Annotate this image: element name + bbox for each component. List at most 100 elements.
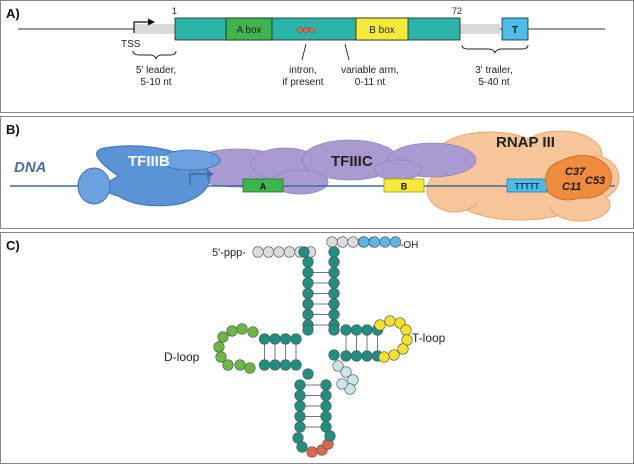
nucleotide-anticodon-stem bbox=[294, 400, 306, 412]
nucleotide-d-loop bbox=[213, 341, 225, 353]
nucleotide-t-loop bbox=[400, 324, 412, 336]
nucleotide-t-stem bbox=[361, 350, 373, 362]
nucleotide-t-loop bbox=[374, 319, 386, 331]
rnap-subunits bbox=[545, 155, 613, 201]
nucleotide-anticodon-stem bbox=[294, 410, 306, 423]
panel-a-label: A) bbox=[6, 6, 20, 21]
nucleotide-d-loop bbox=[222, 359, 234, 371]
c11-label: C11 bbox=[562, 181, 581, 193]
nucleotide-junction bbox=[302, 368, 314, 380]
variable-arm-label-line2: 0-11 nt bbox=[355, 77, 386, 88]
b-box bbox=[355, 17, 409, 41]
nucleotide-anticodon-stem bbox=[294, 421, 306, 433]
a-box-label: A box bbox=[236, 25, 261, 36]
nucleotide-anticodon bbox=[306, 446, 318, 458]
nucleotides bbox=[213, 236, 413, 458]
nucleotide-5prime-leader bbox=[283, 246, 296, 258]
panel-a-frame bbox=[0, 0, 634, 113]
nucleotide-acceptor-stem bbox=[302, 277, 314, 289]
nucleotide-d-loop bbox=[247, 326, 259, 338]
nucleotide-anticodon-stem bbox=[294, 379, 306, 391]
nucleotide-junction bbox=[328, 349, 340, 361]
panel-b: B) DNA bbox=[6, 122, 620, 222]
nucleotide-t-loop bbox=[388, 349, 400, 361]
nucleotide-d-stem bbox=[269, 359, 281, 371]
nucleotide-d-stem bbox=[279, 359, 292, 371]
nucleotide-t-loop bbox=[397, 343, 409, 355]
panel-c: C) 5'-ppp- -OH D-loop T-loop bbox=[6, 236, 446, 458]
panel-b-b-label: B bbox=[401, 182, 408, 192]
nucleotide-t-loop bbox=[378, 351, 390, 363]
intron-pointer bbox=[301, 43, 307, 61]
nucleotide-variable-loop bbox=[332, 360, 344, 372]
c37-label: C37 bbox=[565, 166, 586, 178]
nucleotide-3prime bbox=[326, 236, 338, 248]
intron-label-line2: if present bbox=[282, 77, 323, 88]
five-prime-label: 5'-ppp- bbox=[212, 247, 246, 259]
a-box bbox=[225, 17, 273, 41]
nucleotide-junction bbox=[302, 324, 314, 336]
nucleotide-3prime bbox=[336, 236, 349, 248]
nucleotide-cca bbox=[379, 236, 391, 248]
nucleotide-5prime-leader bbox=[262, 246, 275, 258]
nucleotide-d-stem bbox=[290, 359, 302, 371]
nucleotide-d-loop bbox=[234, 359, 246, 371]
nucleotide-5prime-leader bbox=[273, 246, 285, 258]
base-pair-bonds bbox=[264, 272, 378, 428]
panel-b-a-box bbox=[242, 178, 284, 193]
nucleotide-d-loop bbox=[226, 325, 238, 337]
leader-region bbox=[134, 24, 175, 34]
nucleotide-t-stem bbox=[340, 350, 352, 362]
tss-arrow-head bbox=[148, 18, 155, 26]
t-loop-label: T-loop bbox=[412, 331, 446, 345]
b-box-label: B box bbox=[369, 25, 395, 36]
nucleotide-anticodon-stem bbox=[320, 410, 332, 423]
d-loop-label: D-loop bbox=[164, 350, 200, 364]
trailer-region bbox=[460, 24, 500, 34]
gene-body bbox=[174, 17, 461, 41]
panel-b-t-label: TTTTT bbox=[515, 182, 540, 191]
nucleotide-anticodon-stem bbox=[320, 389, 332, 402]
nucleotide-acceptor-stem bbox=[302, 266, 314, 279]
nucleotide-cca bbox=[358, 236, 370, 248]
dna-label: DNA bbox=[14, 159, 47, 176]
nucleotide-acceptor-stem bbox=[328, 298, 340, 310]
nucleotide-anticodon-stem bbox=[294, 389, 306, 402]
nucleotide-acceptor-stem bbox=[328, 266, 340, 279]
nucleotide-acceptor-stem bbox=[328, 308, 340, 321]
intron-dot bbox=[297, 27, 303, 33]
nucleotide-d-loop bbox=[244, 362, 256, 374]
nucleotide-acceptor-stem bbox=[328, 287, 340, 300]
panel-b-b-box bbox=[383, 178, 425, 193]
nucleotide-d-loop bbox=[236, 323, 248, 335]
nucleotide-t-stem bbox=[350, 350, 363, 362]
nucleotide-t-loop bbox=[384, 315, 396, 327]
nucleotide-acceptor-stem bbox=[328, 256, 340, 268]
panel-c-label: C) bbox=[6, 238, 20, 253]
nucleotide-acceptor-stem bbox=[328, 277, 340, 289]
panel-c-frame bbox=[0, 232, 634, 464]
nucleotide-acceptor-stem bbox=[328, 246, 340, 258]
tfiiib-complex bbox=[77, 145, 221, 207]
panel-a: A) A box B box T 1 72 TSS 5' leader, 5-1… bbox=[6, 6, 605, 88]
nucleotide-t-stem bbox=[340, 324, 352, 336]
nucleotide-junction bbox=[328, 324, 340, 336]
panel-b-a-label: A bbox=[260, 182, 267, 192]
variable-arm-pointer bbox=[344, 43, 350, 61]
trailer-label-line1: 3' trailer, bbox=[475, 65, 512, 76]
intron-label-line1: intron, bbox=[289, 65, 317, 76]
nucleotide-d-loop bbox=[215, 351, 227, 363]
nucleotide-cca bbox=[368, 236, 381, 248]
tfiiic-label: TFIIIC bbox=[331, 153, 373, 170]
nucleotide-variable-loop bbox=[336, 378, 348, 390]
position-start: 1 bbox=[172, 6, 177, 16]
tss-arrow bbox=[133, 21, 150, 33]
intron-dot bbox=[309, 27, 315, 33]
panel-b-label: B) bbox=[6, 122, 20, 137]
nucleotide-d-stem bbox=[290, 333, 302, 345]
nucleotide-acceptor-stem bbox=[302, 256, 314, 268]
variable-arm-label-line1: variable arm, bbox=[341, 65, 399, 76]
nucleotide-5prime-leader bbox=[252, 246, 264, 258]
nucleotide-anticodon-stem bbox=[320, 400, 332, 412]
